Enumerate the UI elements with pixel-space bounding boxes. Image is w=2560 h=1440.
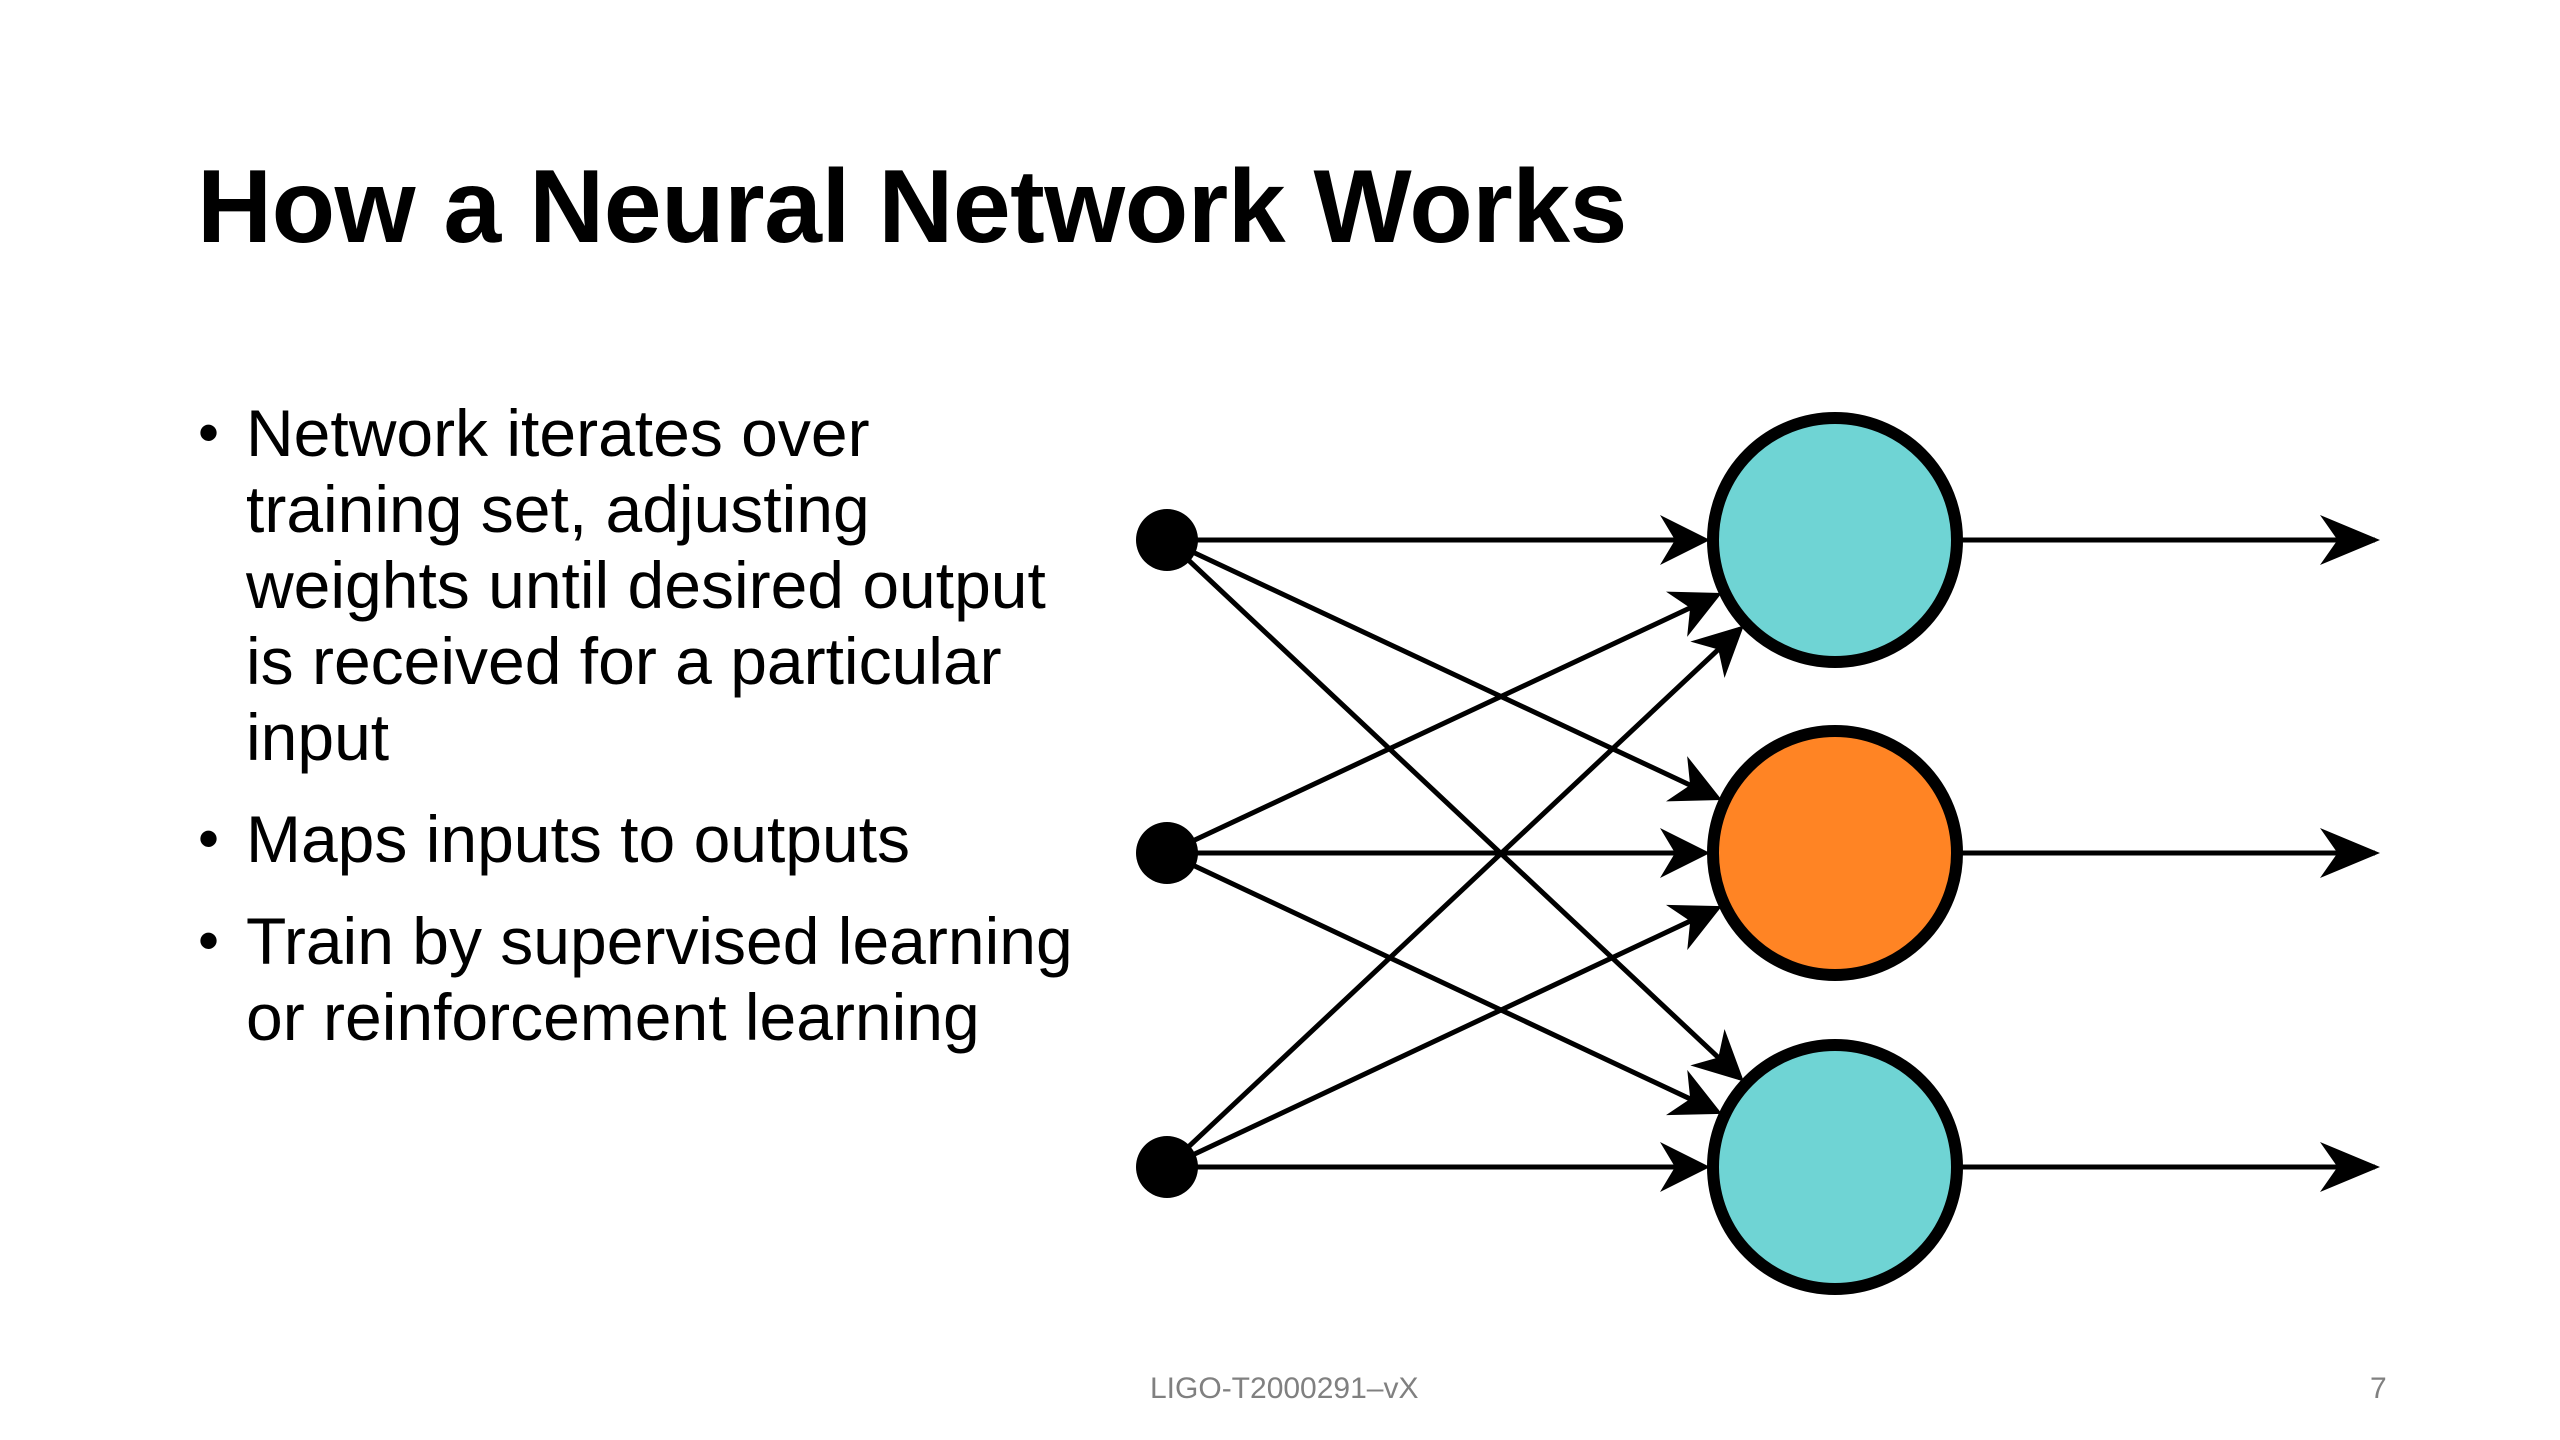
input-node	[1136, 1136, 1198, 1198]
bullet-text: Network iterates over training set, adju…	[246, 396, 1046, 774]
bullet-icon: •	[198, 399, 220, 466]
input-node	[1136, 822, 1198, 884]
connection-edge	[1165, 850, 1722, 1116]
neuron-nodes	[1707, 412, 1963, 1295]
footer-document-id: LIGO-T2000291–vX	[1150, 1372, 1419, 1405]
output-arrows	[1957, 515, 2380, 1192]
page-number: 7	[2370, 1372, 2387, 1405]
bullet-icon: •	[198, 907, 220, 974]
bullet-item: • Network iterates over training set, ad…	[190, 395, 1090, 775]
input-node	[1136, 509, 1198, 571]
slide-title: How a Neural Network Works	[197, 149, 1627, 265]
bullet-list: • Network iterates over training set, ad…	[190, 395, 1090, 1081]
connection-edge	[1165, 537, 1722, 802]
input-nodes	[1136, 509, 1198, 1198]
bullet-text: Maps inputs to outputs	[246, 802, 911, 876]
bullet-item: • Train by supervised learning or reinfo…	[190, 903, 1090, 1055]
connection-edge	[1165, 591, 1722, 856]
connection-edge	[1165, 625, 1744, 1169]
neuron-node	[1707, 1039, 1963, 1295]
neuron-node	[1707, 412, 1963, 668]
bullet-text: Train by supervised learning or reinforc…	[246, 904, 1073, 1054]
connection-edges	[1165, 515, 1744, 1192]
connection-edge	[1165, 904, 1722, 1170]
neuron-node	[1707, 725, 1963, 981]
connection-edge	[1165, 538, 1744, 1082]
bullet-icon: •	[198, 805, 220, 872]
bullet-item: • Maps inputs to outputs	[190, 801, 1090, 877]
